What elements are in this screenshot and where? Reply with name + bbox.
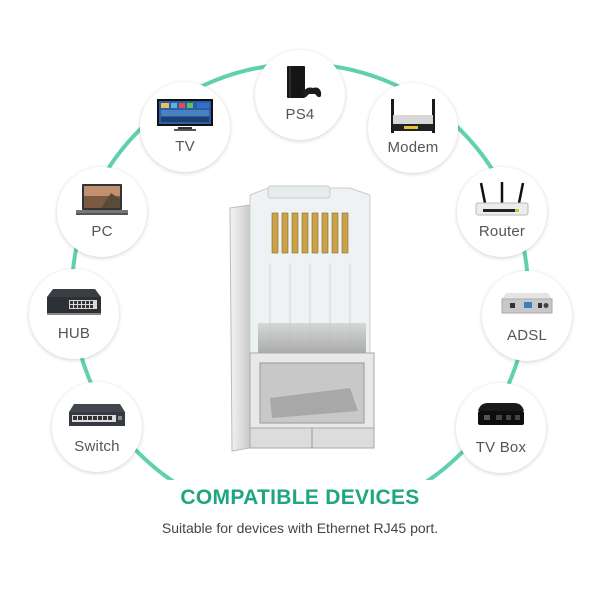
device-label: HUB (57, 325, 91, 342)
device-router: Router (457, 167, 547, 257)
device-label: Modem (387, 139, 439, 156)
tv-box-icon (478, 403, 524, 425)
laptop-icon (76, 184, 128, 215)
adsl-icon (501, 293, 553, 314)
device-label: TV Box (475, 439, 527, 456)
device-switch: Switch (52, 382, 142, 472)
device-tv: TV (140, 82, 230, 172)
game-console-icon (287, 66, 322, 98)
device-label: PS4 (285, 106, 315, 123)
device-pc: PC (57, 167, 147, 257)
router-icon (475, 182, 529, 216)
hub-icon (47, 289, 101, 315)
device-label: ADSL (507, 327, 547, 344)
tv-icon (157, 99, 213, 131)
device-label: Switch (74, 438, 120, 455)
device-modem: Modem (368, 83, 458, 173)
device-hub: HUB (29, 269, 119, 359)
modem-icon (391, 99, 435, 133)
device-label: PC (91, 223, 113, 240)
rj45-connector-icon (229, 185, 375, 452)
device-ps4: PS4 (255, 50, 345, 140)
subtitle: Suitable for devices with Ethernet RJ45 … (161, 520, 439, 536)
device-adsl: ADSL (482, 271, 572, 361)
device-tv-box: TV Box (456, 383, 546, 473)
device-label: Router (478, 223, 526, 240)
device-label: TV (175, 138, 195, 155)
switch-icon (69, 404, 125, 426)
page-title: COMPATIBLE DEVICES (180, 486, 420, 509)
